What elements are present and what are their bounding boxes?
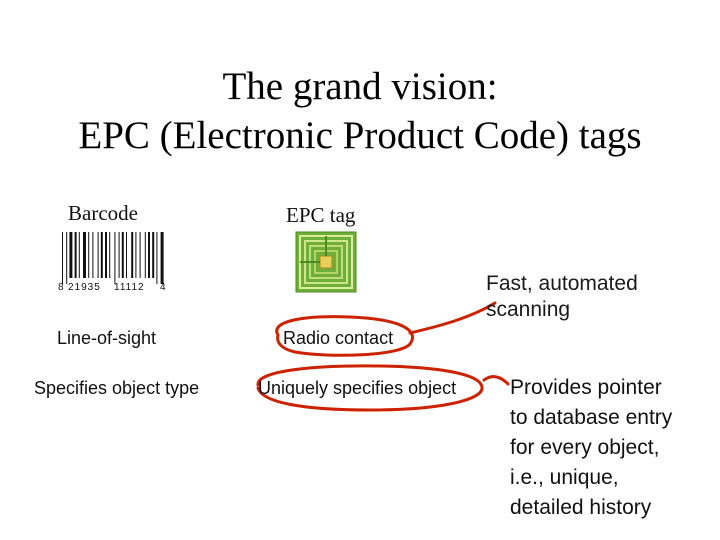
barcode-bar [156,232,158,284]
barcode-bar [105,232,107,278]
epc-tag-image [295,231,357,293]
barcode-digit-right: 4 [160,282,166,293]
barcode-bar [118,232,120,278]
title-line-1: The grand vision: [222,65,498,108]
barcode-digits-group2: 11112 [114,282,145,293]
barcode-object-type: Specifies object type [34,378,200,398]
scanning-connector-line [408,301,497,335]
barcode-bar [69,232,73,278]
barcode-line-of-sight: Line-of-sight [57,328,157,348]
epc-radio-contact: Radio contact [283,328,394,348]
title-line-2: EPC (Electronic Product Code) tags [78,114,642,157]
pointer-line-1: Provides pointer [510,376,662,399]
barcode-heading: Barcode [68,201,138,225]
barcode-bar [62,232,63,284]
epc-unique-object: Uniquely specifies object [258,378,457,398]
pointer-line-5: detailed history [510,496,652,519]
fast-scanning-note: Fast, automated scanning [486,271,638,323]
database-pointer-note: Provides pointer to database entry for e… [510,373,672,523]
barcode-bar [152,232,155,278]
pointer-line-3: for every object, [510,436,660,459]
pointer-connector-line [482,375,510,386]
epc-tag-heading: EPC tag [286,203,356,227]
barcode-image [62,232,164,284]
barcode-bar [74,232,77,278]
barcode-bar [121,232,124,278]
barcode-bar [160,232,164,284]
barcode-bar [148,232,150,278]
barcode-bar [92,232,94,278]
pointer-line-4: i.e., unique, [510,466,619,489]
barcode-bar [135,232,137,278]
barcode-bar [83,232,86,278]
barcode-bar [139,232,141,278]
barcode-digits-group1: 21935 [68,282,101,293]
pointer-line-2: to database entry [510,406,673,429]
barcode-digit-left: 8 [58,282,64,293]
unique-object-circle [256,364,484,412]
barcode-bar [109,232,111,278]
barcode-bar [66,232,68,284]
barcode-bar [88,232,90,278]
barcode-bar [78,232,80,278]
barcode-bar [131,232,134,278]
barcode-bar [100,232,103,278]
fast-scanning-line-2: scanning [486,298,571,321]
fast-scanning-line-1: Fast, automated [486,272,638,295]
slide-title: The grand vision: EPC (Electronic Produc… [0,62,720,160]
barcode-bar [114,232,116,284]
radio-contact-circle [275,315,414,357]
barcode-bar [126,232,127,278]
barcode-bar [97,232,99,278]
barcode-bar [144,232,146,278]
